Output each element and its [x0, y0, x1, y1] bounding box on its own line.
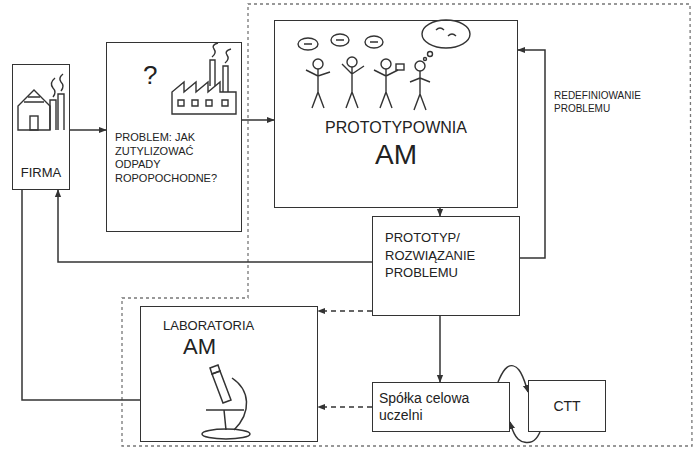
- connector-arrow: [22, 190, 140, 400]
- node-title: PROTOTYP/ ROZWIĄZANIE PROBLEMU: [385, 229, 511, 282]
- company-box: FIRMA: [12, 64, 70, 190]
- factory-windows: [178, 100, 228, 106]
- dashed-arrow: [318, 310, 372, 312]
- microscope-eyepiece: [210, 365, 220, 374]
- microscope-arm: [232, 378, 247, 430]
- person-body: [374, 69, 398, 108]
- house-roof-lines: [24, 97, 44, 102]
- people-illustration: [298, 20, 470, 110]
- laboratory-box: LABORATORIAAM: [140, 306, 318, 442]
- edge-label: REDEFINIOWANIE PROBLEMU: [552, 88, 652, 116]
- scribble: [304, 28, 456, 44]
- region-outline: [122, 4, 692, 446]
- microscope-illustration: [202, 365, 250, 439]
- connector-arrow: [439, 208, 441, 216]
- smoke: [51, 74, 63, 97]
- factory-illustration: [172, 43, 236, 114]
- person-head: [381, 59, 391, 69]
- factory-building: [172, 82, 236, 114]
- ctt-box: CTT: [528, 380, 606, 432]
- smoke: [212, 43, 231, 63]
- person-body: [410, 71, 430, 110]
- node-title: Spółka celowa uczelni: [379, 390, 503, 424]
- node-title: PROTOTYPOWNIA: [325, 119, 467, 137]
- factory-chimney: [50, 94, 64, 130]
- node-title: LABORATORIA: [163, 319, 254, 334]
- person-body: [342, 64, 364, 108]
- microscope-stage: [206, 410, 244, 430]
- connector-arrow: [498, 366, 528, 392]
- thought-dot: [424, 58, 427, 61]
- held-object: [396, 64, 404, 70]
- connector-arrow: [70, 129, 106, 131]
- node-title: FIRMA: [21, 166, 61, 181]
- node-text: AM: [183, 334, 216, 359]
- person-head: [313, 59, 323, 69]
- dashed-arrow: [318, 406, 372, 408]
- spinoff-box: Spółka celowa uczelni: [372, 382, 510, 432]
- thought-dot: [428, 52, 433, 57]
- connector-arrow: [242, 119, 274, 121]
- problem-box: ? PROBLEM: JAK ZUTYLIZOWAĆ ODPADY ROPOPOC…: [106, 42, 242, 232]
- node-title: CTT: [553, 398, 580, 414]
- house-icon: [18, 90, 50, 130]
- house-door: [30, 116, 38, 130]
- node-title: ?: [143, 61, 157, 91]
- connector-arrow: [439, 316, 441, 382]
- solution-box: PROTOTYP/ ROZWIĄZANIE PROBLEMU: [372, 216, 520, 316]
- person-head: [347, 57, 357, 67]
- connector-arrow: [518, 50, 545, 258]
- connector-arrow: [510, 422, 540, 443]
- person-body: [306, 69, 330, 108]
- thought-cloud: [422, 20, 470, 48]
- house-factory-icon: [18, 74, 64, 130]
- node-text: AM: [375, 139, 417, 171]
- node-text: PROBLEM: JAK ZUTYLIZOWAĆ ODPADY ROPOPOCH…: [115, 131, 233, 186]
- microscope-base: [202, 429, 250, 439]
- microscope-tube: [212, 371, 231, 403]
- person-head: [415, 61, 425, 71]
- prototyping-box: PROTOTYPOWNIA AM: [274, 20, 518, 208]
- factory-chimneys: [210, 60, 228, 92]
